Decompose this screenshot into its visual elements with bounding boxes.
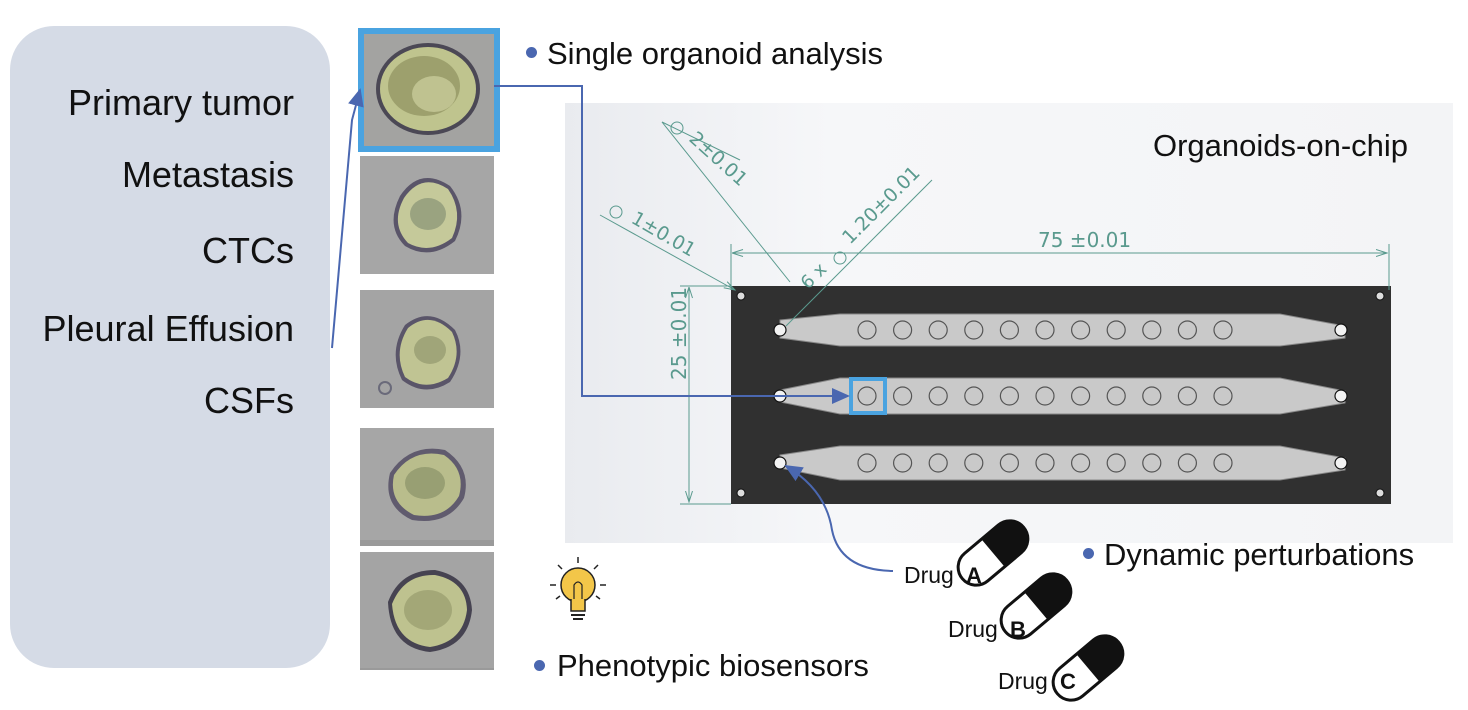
chip-well (999, 320, 1020, 340)
bullet-dot (1083, 548, 1094, 559)
chip-well (892, 453, 913, 473)
chip-well (1142, 386, 1162, 406)
chip-well (1106, 453, 1126, 473)
chip-title: Organoids-on-chip (1153, 128, 1409, 163)
bullet-phenotypic-biosensors: Phenotypic biosensors (557, 648, 869, 683)
chip-well (1106, 320, 1126, 340)
source-metastasis: Metastasis (121, 154, 294, 195)
chip-channel-1 (779, 313, 1346, 347)
organoid-image-selected (358, 28, 500, 152)
drug-a-letter: A (966, 563, 982, 588)
dim-d2-label: 2±0.01 (685, 127, 752, 190)
pill-capsule-icon (999, 572, 1073, 640)
source-pleural-effusion: Pleural Effusion (42, 308, 295, 349)
chip-well (1213, 386, 1233, 406)
chip-well (1213, 320, 1233, 340)
chip-well (1142, 453, 1162, 473)
organoid-image-3 (360, 290, 494, 408)
chip-well (1177, 453, 1198, 473)
organoid-image-2 (360, 156, 494, 274)
drug-b-word: Drug (948, 616, 998, 642)
chip-well (892, 320, 913, 340)
pill-capsule-icon (956, 519, 1030, 587)
chip-well (1177, 320, 1198, 340)
chip-corner-hole (1375, 488, 1385, 498)
organoid-image-4 (360, 428, 494, 546)
dim-d1-label: 1±0.01 (628, 207, 700, 261)
drug-c-word: Drug (998, 668, 1048, 694)
pill-capsule-icon (1051, 634, 1125, 702)
chip-well (1142, 320, 1162, 340)
drug-b-letter: B (1010, 617, 1026, 642)
source-ctcs: CTCs (202, 230, 294, 271)
channel-port (773, 456, 787, 470)
chip-corner-hole (736, 291, 746, 301)
dim-width-label: 75 ±0.01 (1038, 228, 1131, 252)
source-csfs: CSFs (204, 380, 294, 421)
sample-sources-panel: Primary tumor Metastasis CTCs Pleural Ef… (10, 26, 330, 668)
organoid-to-well-arrow (494, 85, 850, 404)
light-bulb-icon (550, 557, 606, 620)
selected-well-highlight (849, 377, 887, 415)
chip-well (1213, 453, 1233, 473)
dim-well-label: 1.20±0.01 (838, 162, 925, 249)
chip-well (1035, 453, 1055, 473)
chip-well (964, 386, 984, 406)
channel-port (1334, 456, 1348, 470)
chip-well (892, 386, 913, 406)
drug-a-word: Drug (904, 562, 954, 588)
chip-well (964, 320, 984, 340)
channel-port (773, 323, 787, 337)
chip-well (999, 453, 1020, 473)
source-to-organoid-arrow (331, 88, 364, 349)
chip-well (928, 386, 948, 406)
drug-c-letter: C (1060, 669, 1076, 694)
chip-channel-3 (779, 445, 1346, 481)
chip-well (857, 386, 877, 406)
bullet-dot (534, 660, 545, 671)
chip-well (857, 320, 877, 340)
chip-wells (773, 320, 1348, 473)
source-primary-tumor: Primary tumor (67, 82, 294, 123)
dim-height-label: 25 ±0.01 (667, 287, 691, 380)
chip-corner-hole (736, 488, 746, 498)
chip-well (999, 386, 1020, 406)
chip-well (1177, 386, 1198, 406)
chip-well (1070, 453, 1091, 473)
channel-port (1334, 323, 1348, 337)
chip-channel-2 (779, 377, 1346, 415)
bullet-dynamic-perturbations: Dynamic perturbations (1104, 537, 1415, 572)
chip-well (1035, 320, 1055, 340)
bullet-single-organoid: Single organoid analysis (547, 36, 884, 71)
chip-well (1070, 320, 1091, 340)
chip-well (1035, 386, 1055, 406)
drug-to-inlet-arrow (784, 464, 894, 572)
chip-well (964, 453, 984, 473)
chip-well (928, 320, 948, 340)
organoid-image-5 (360, 552, 494, 670)
channel-port (1334, 389, 1348, 403)
chip-well (1106, 386, 1126, 406)
chip-well (1070, 386, 1091, 406)
chip-well (857, 453, 877, 473)
chip-well (928, 453, 948, 473)
chip-corner-hole (1375, 291, 1385, 301)
bullet-dot (526, 47, 537, 58)
